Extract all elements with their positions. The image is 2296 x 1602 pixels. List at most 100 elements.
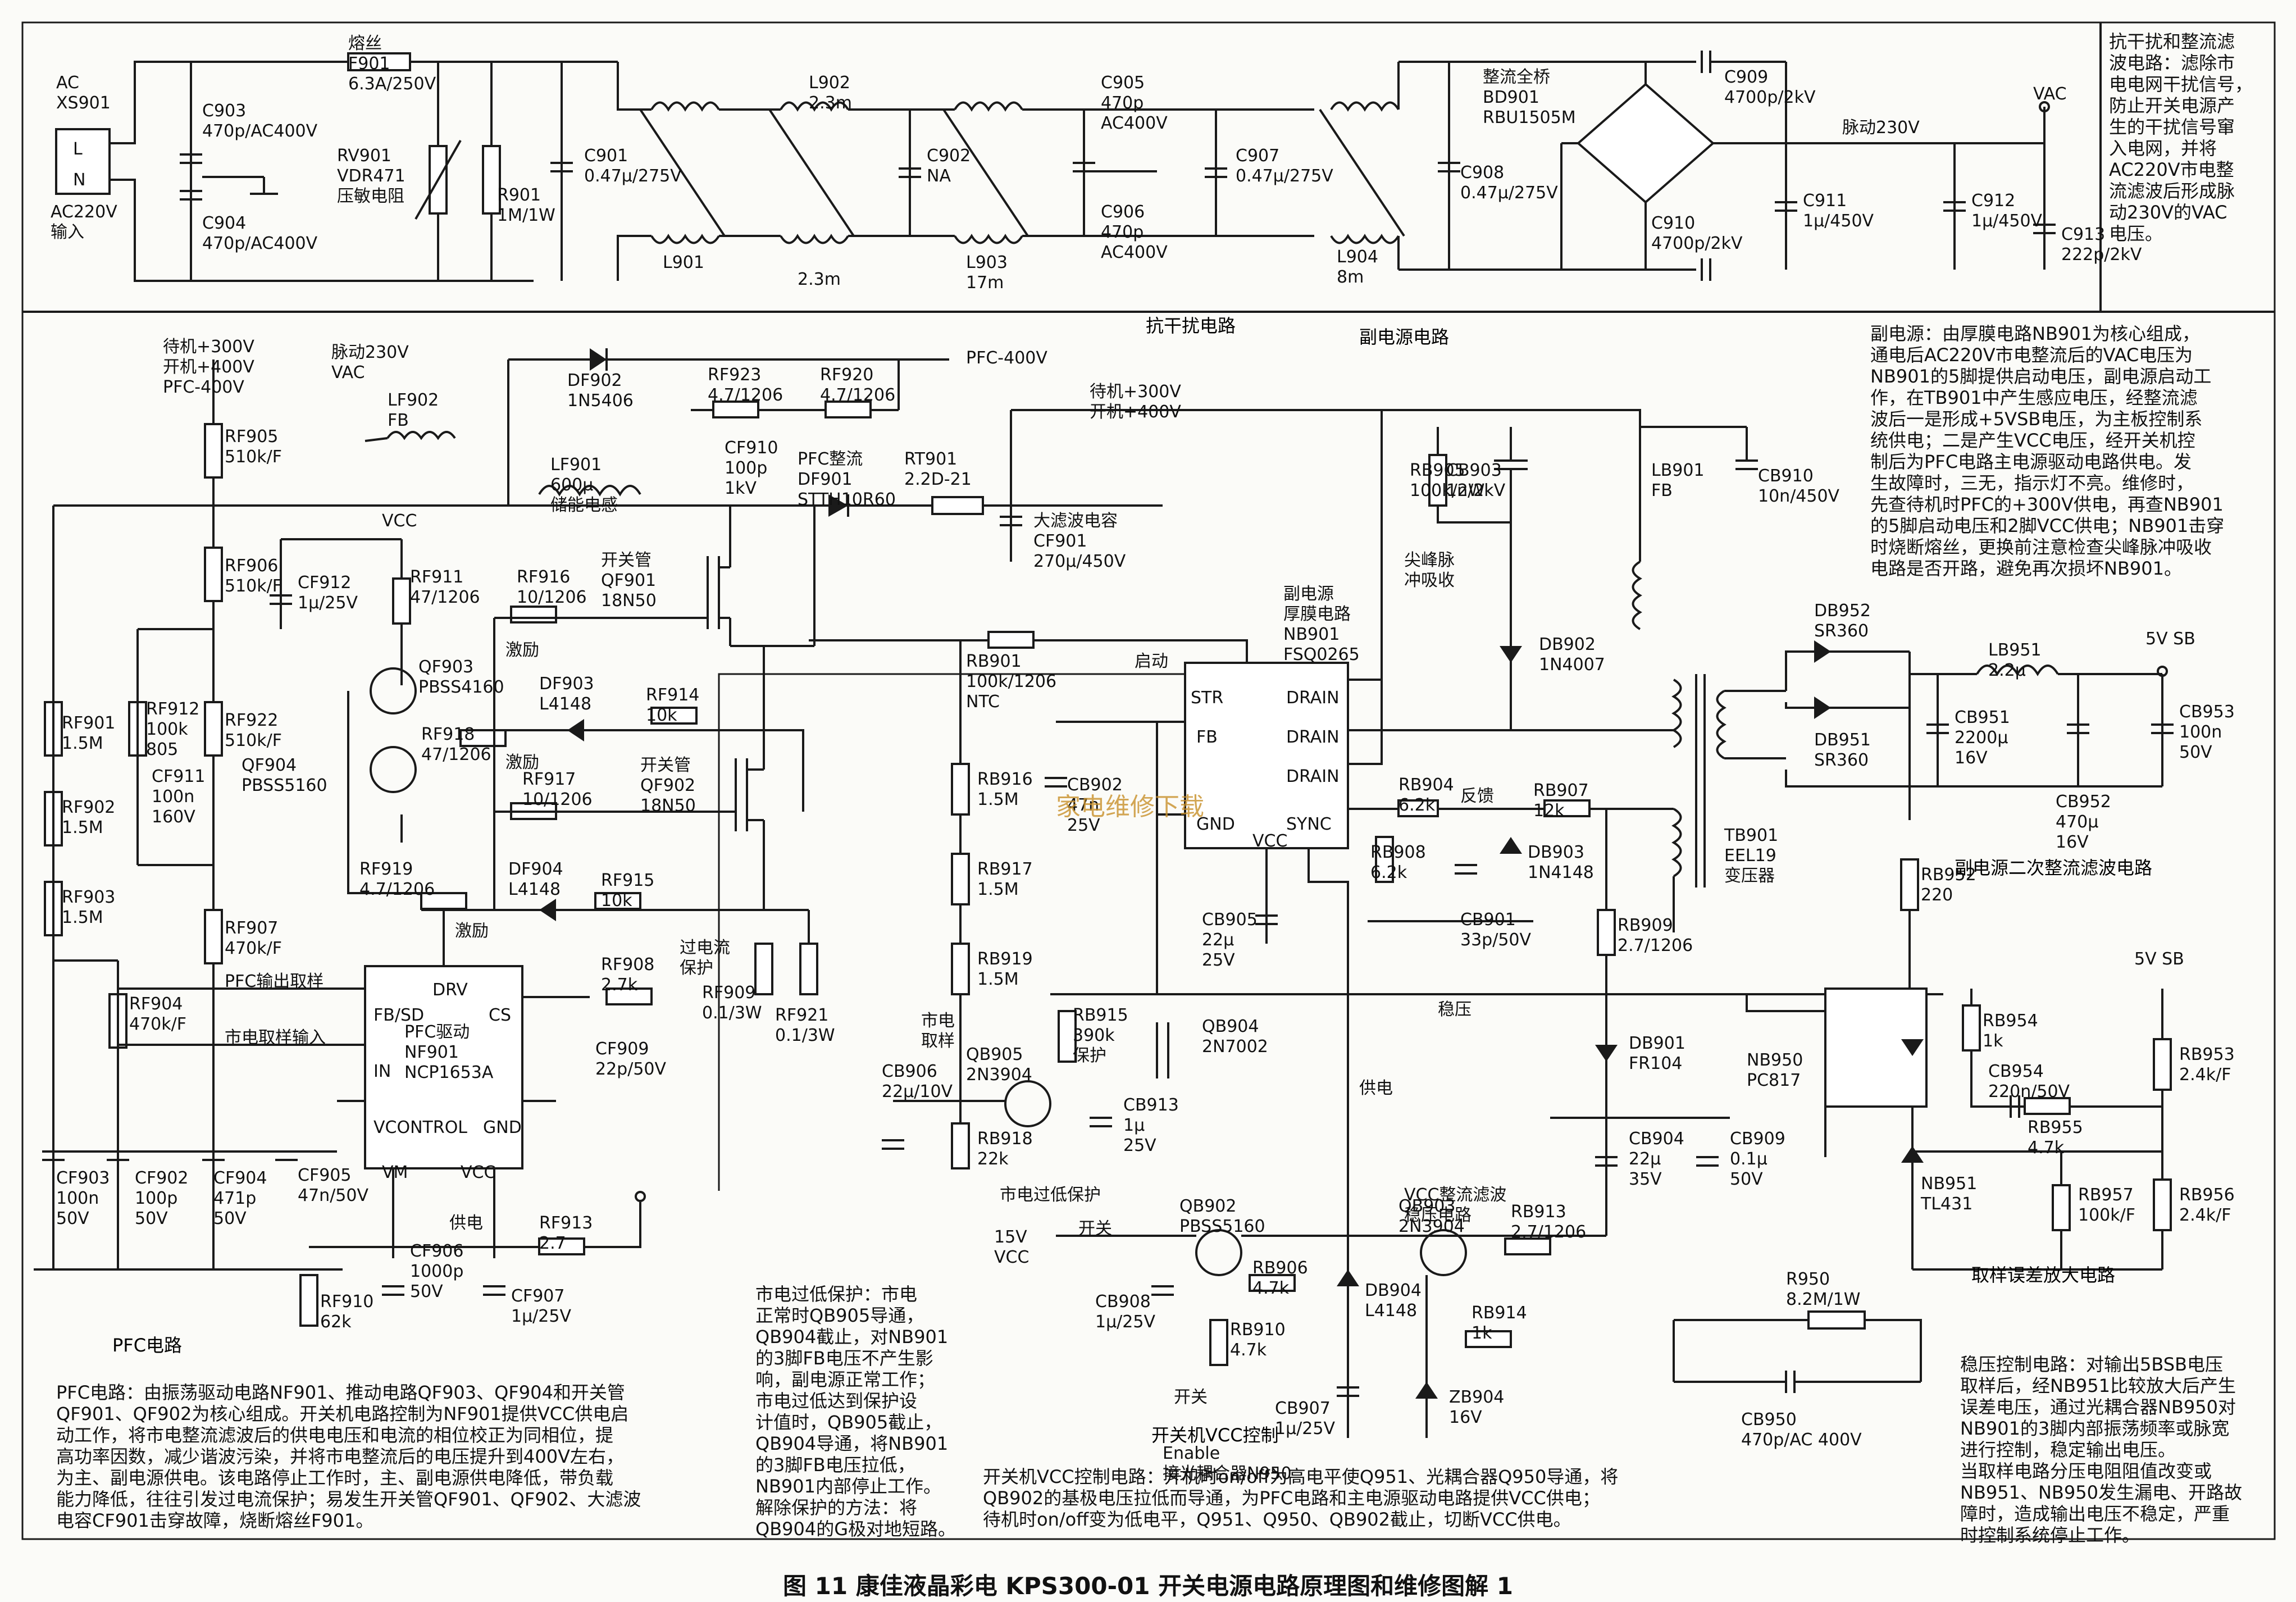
- label-db901: DB901 FR104: [1629, 1034, 1685, 1073]
- label-rf912: RF912 100k 805: [146, 699, 200, 759]
- label-rf906: RF906 510k/F: [225, 556, 282, 596]
- resistor-rb913: [1504, 1237, 1551, 1255]
- label-rb919: RB919 1.5M: [977, 949, 1033, 989]
- label-vcc: VCC: [382, 511, 417, 531]
- transformer-tb901-pri: [1671, 679, 1682, 748]
- label-df902: DF902 1N5406: [567, 371, 634, 411]
- label-nf901-pin-4: GND: [483, 1118, 522, 1137]
- resistor-rb953: [2153, 1038, 2172, 1091]
- label-rf914: RF914 10k: [646, 685, 700, 725]
- label-cb950: CB950 470p/AC 400V: [1741, 1410, 1862, 1450]
- label-c904: C904 470p/AC400V: [202, 213, 318, 253]
- label-c912: C912 1μ/450V: [1971, 191, 2043, 231]
- label-rb918: RB918 22k: [977, 1129, 1033, 1169]
- lowv-region-border: [718, 673, 1219, 1191]
- label-tb901: TB901 EEL19 变压器: [1724, 826, 1779, 886]
- label-rb909: RB909 2.7/1206: [1618, 916, 1693, 955]
- diode-db952: [1814, 640, 1831, 663]
- label-cf909: CF909 22p/50V: [595, 1039, 667, 1079]
- label-power: 供电: [1359, 1078, 1393, 1098]
- sampling-section-title: 取样误差放大电路: [1971, 1264, 2116, 1286]
- label-db903: DB903 1N4148: [1528, 843, 1594, 882]
- label-v5sb: 5V SB: [2145, 629, 2195, 649]
- label-rb914: RB914 1k: [1472, 1303, 1527, 1343]
- label-onoff: 开关: [1078, 1219, 1112, 1239]
- label-ac-in2: AC220V 输入: [51, 202, 117, 242]
- resistor-rb957: [2052, 1184, 2071, 1231]
- label-supply: 供电: [449, 1213, 483, 1233]
- aux-section-title: 副电源电路: [1359, 326, 1450, 348]
- label-bd901: 整流全桥 BD901 RBU1505M: [1483, 67, 1576, 128]
- label-rt901: RT901 2.2D-21: [904, 449, 972, 489]
- label-ac-in: AC XS901: [56, 73, 111, 113]
- label-cb953: CB953 100n 50V: [2179, 702, 2235, 762]
- svg-text:L: L: [73, 139, 83, 159]
- note-pfc: PFC电路：由振荡驱动电路NF901、推动电路QF903、QF904和开关管 Q…: [56, 1382, 641, 1531]
- bridge-rectifier-bd901: [1576, 83, 1715, 204]
- label-mains-sample: 市电取样输入: [225, 1028, 326, 1048]
- label-df903: DF903 L4148: [539, 674, 594, 714]
- transformer-tb901-aux: [1671, 808, 1682, 877]
- label-nf901-pin-6: VM: [382, 1163, 408, 1182]
- label-c907: C907 0.47μ/275V: [1236, 146, 1333, 186]
- label-rf901: RF901 1.5M: [62, 713, 116, 753]
- choke-l903-bottom: [954, 234, 1023, 244]
- diode-db903: [1500, 837, 1522, 854]
- transistor-qb903: [1420, 1229, 1467, 1276]
- label-rb952: RB952 220: [1921, 865, 1976, 905]
- label-cb905: CB905 22μ 25V: [1202, 910, 1258, 970]
- label-rf910: RF910 62k: [320, 1292, 374, 1332]
- note-aux: 副电源：由厚膜电路NB901为核心组成， 通电后AC220V市电整流后的VAC电…: [1870, 323, 2225, 579]
- label-mains-s: 市电 取样: [921, 1011, 955, 1051]
- pfc-section-title: PFC电路: [112, 1335, 183, 1356]
- label-drive3: 激励: [455, 921, 489, 941]
- label-rb908: RB908 6.2k: [1370, 843, 1426, 882]
- label-nb951: NB951 TL431: [1921, 1174, 1978, 1214]
- label-rf915: RF915 10k: [601, 871, 655, 911]
- resistor-rf910: [299, 1274, 318, 1327]
- label-spike: 尖峰脉 冲吸收: [1404, 550, 1455, 590]
- label-rf913: RF913 2.7: [539, 1213, 593, 1253]
- label-rf917: RF917 10/1206: [522, 770, 593, 809]
- resistor-rf911: [392, 577, 411, 625]
- label-c901: C901 0.47μ/275V: [584, 146, 682, 186]
- label-cf905: CF905 47n/50V: [298, 1166, 368, 1205]
- label-cf902: CF902 100p 50V: [135, 1168, 189, 1228]
- label-lf902: LF902 FB: [388, 390, 439, 430]
- label-nb901-pin-7: SYNC: [1286, 814, 1332, 834]
- label-zb904: ZB904 16V: [1449, 1387, 1505, 1427]
- label-cb913: CB913 1μ 25V: [1123, 1095, 1179, 1155]
- resistor-rf918: [459, 729, 507, 747]
- label-db951: DB951 SR360: [1814, 730, 1871, 770]
- resistor-rb909: [1597, 909, 1616, 956]
- label-v5sb2: 5V SB: [2134, 949, 2184, 969]
- inductor-lb901: [1632, 561, 1642, 630]
- label-c909: C909 4700p/2kV: [1724, 67, 1816, 107]
- label-rb953: RB953 2.4k/F: [2179, 1045, 2235, 1085]
- label-rb957: RB957 100k/F: [2078, 1185, 2135, 1225]
- label-vac: VAC: [2033, 84, 2067, 104]
- label-onoff2: 开关: [1174, 1387, 1208, 1407]
- label-lb951: LB951 2.2μ: [1988, 640, 2042, 680]
- choke-l902-bottom: [780, 234, 849, 244]
- label-nb901-pin-4: FB: [1196, 727, 1218, 747]
- thermistor-rt901: [931, 496, 984, 515]
- label-nb901-pin-0: STR: [1191, 688, 1224, 708]
- label-cf901: 大滤波电容 CF901 270μ/450V: [1033, 511, 1126, 571]
- diode-db951: [1814, 697, 1831, 719]
- resistor-rf913: [538, 1237, 585, 1255]
- label-df901: PFC整流 DF901 STTH10R60: [798, 449, 896, 509]
- transistor-qb905: [1004, 1080, 1051, 1127]
- label-rb906: RB906 4.7k: [1252, 1258, 1308, 1298]
- resistor-rb955: [2024, 1097, 2071, 1115]
- label-rf907: RF907 470k/F: [225, 918, 282, 958]
- label-rf920: RF920 4.7/1206: [820, 365, 896, 405]
- transformer-tb901-sec: [1716, 690, 1726, 759]
- label-lb901: LB901 FB: [1651, 461, 1705, 500]
- label-cb901: CB901 33p/50V: [1460, 910, 1532, 950]
- label-rf909: RF909 0.1/3W: [702, 983, 762, 1023]
- label-nb901: 副电源 厚膜电路 NB901 FSQ0265: [1283, 584, 1360, 665]
- label-c908: C908 0.47μ/275V: [1460, 163, 1558, 203]
- label-stabilize: 稳压: [1438, 1000, 1472, 1020]
- label-rb915: RB915 390k 保护: [1073, 1005, 1128, 1066]
